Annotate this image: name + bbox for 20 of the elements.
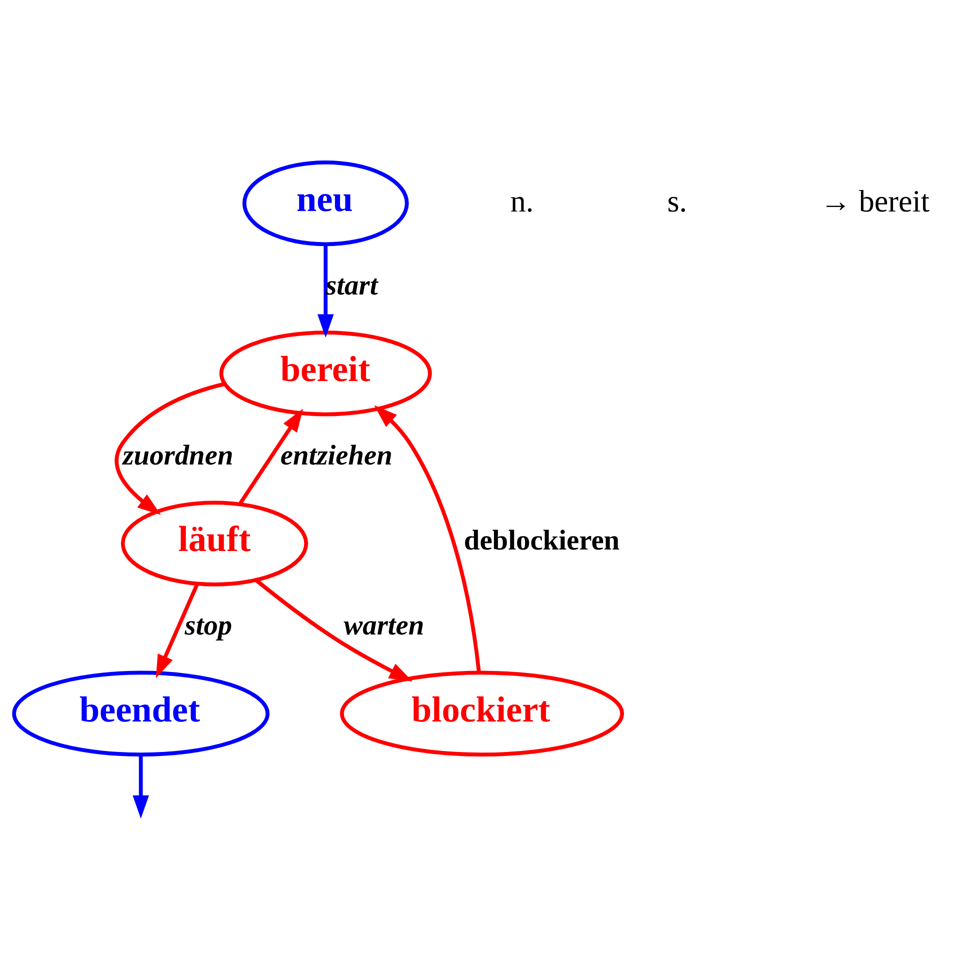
node-ellipse: beendet (12, 670, 270, 756)
node-ellipse: läuft (120, 500, 308, 586)
node-ellipse: blockiert (340, 670, 624, 756)
label: n. (510, 183, 534, 218)
label: s. (667, 183, 688, 218)
arrow (238, 408, 304, 505)
arrow (255, 579, 413, 682)
edge-label: entziehen (280, 440, 392, 472)
arrow (374, 405, 481, 672)
node-ellipse: neu (242, 160, 409, 246)
edge-label: stop (184, 610, 232, 642)
label: → bereit (820, 183, 930, 218)
arrow (156, 583, 199, 678)
arrow (132, 754, 149, 819)
edge-label: zuordnen (122, 440, 234, 472)
arrow (114, 382, 226, 515)
node-ellipse: bereit (219, 330, 432, 416)
arrow (317, 244, 334, 338)
edge-label: deblockieren (464, 525, 620, 556)
edge-label: warten (344, 610, 424, 642)
